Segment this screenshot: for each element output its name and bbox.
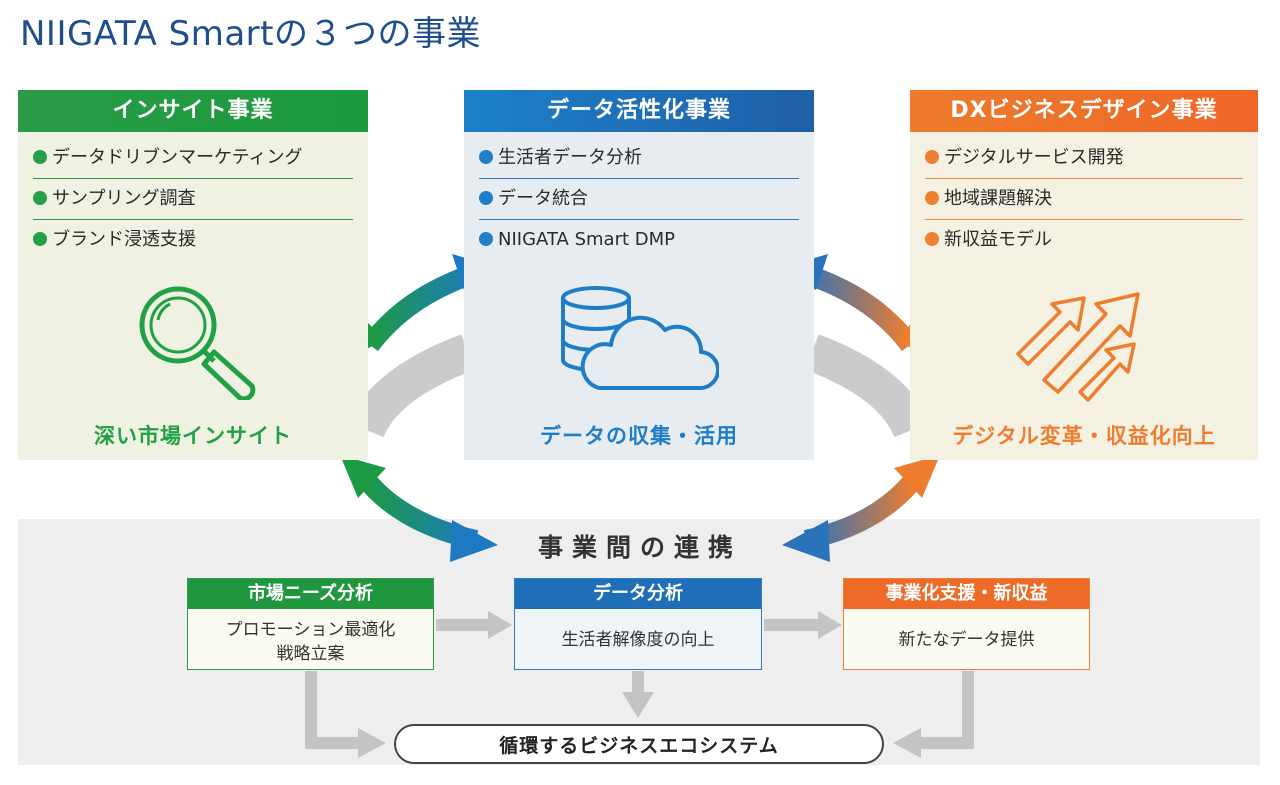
list-item: デジタルサービス開発 [925,138,1243,179]
business-support-heading: 事業化支援・新収益 [844,579,1089,609]
connector-arrowhead-e [893,728,921,758]
dx-panel: DXビジネスデザイン事業 デジタルサービス開発 地域課題解決 新収益モデル デジ… [910,90,1258,460]
arrowhead-6 [450,520,498,562]
connector-biz-eco-h [920,737,974,749]
list-item: 生活者データ分析 [479,138,799,179]
page-title: NIIGATA Smartの３つの事業 [20,14,481,54]
connector-market-analysis [436,619,490,631]
list-item: NIIGATA Smart DMP [479,220,799,260]
data-analysis-body: 生活者解像度の向上 [561,630,715,650]
connector-market-eco-v [305,671,317,747]
bullet-dot [925,191,939,205]
arrowhead-7 [782,520,830,562]
bullet-dot [33,191,47,205]
dx-tagline: デジタル変革・収益化向上 [952,424,1216,448]
market-needs-heading: 市場ニーズ分析 [188,579,433,609]
market-needs-body: プロモーション最適化 戦略立案 [225,620,396,664]
connector-arrowhead-d [358,728,386,758]
list-item: 新収益モデル [925,220,1243,260]
bullet-dot [479,150,493,164]
arrowhead-8 [894,455,940,498]
insight-tagline: 深い市場インサイト [94,424,292,448]
growth-arrows-icon [1016,292,1140,402]
market-needs-box: 市場ニーズ分析 プロモーション最適化 戦略立案 [187,578,434,670]
dx-heading: DXビジネスデザイン事業 [910,90,1258,132]
ecosystem-pill: 循環するビジネスエコシステム [394,724,884,764]
list-item: 地域課題解決 [925,179,1243,220]
connector-market-eco-h [305,737,359,749]
bullet-dot [33,150,47,164]
data-panel: データ活性化事業 生活者データ分析 データ統合 NIIGATA Smart DM… [464,90,814,460]
bullet-dot [925,150,939,164]
dx-list: デジタルサービス開発 地域課題解決 新収益モデル [925,138,1243,260]
business-support-body: 新たなデータ提供 [898,630,1035,650]
list-item: データドリブンマーケティング [33,138,353,179]
insight-heading: インサイト事業 [18,90,368,132]
list-item: ブランド浸透支援 [33,220,353,260]
list-item: サンプリング調査 [33,179,353,220]
connector-analysis-eco [632,671,644,693]
list-item: データ統合 [479,179,799,220]
connector-biz-eco-v [962,671,974,747]
bullet-dot [479,191,493,205]
cycle-arc-left [348,334,475,439]
insight-panel: インサイト事業 データドリブンマーケティング サンプリング調査 ブランド浸透支援… [18,90,368,460]
collaboration-title: 事業間の連携 [537,533,742,562]
data-tagline: データの収集・活用 [540,424,738,448]
magnifier-icon [139,286,256,400]
bullet-dot [479,232,493,246]
arrowhead-5 [340,455,386,498]
connector-arrowhead-a [488,611,512,639]
connector-arrowhead-c [622,692,654,718]
connector-analysis-biz [764,619,818,631]
database-cloud-icon [561,286,719,391]
cycle-arc-right [805,334,930,438]
bullet-dot [925,232,939,246]
data-analysis-box: データ分析 生活者解像度の向上 [514,578,762,670]
insight-list: データドリブンマーケティング サンプリング調査 ブランド浸透支援 [33,138,353,260]
connector-arrowhead-b [818,611,842,639]
data-list: 生活者データ分析 データ統合 NIIGATA Smart DMP [479,138,799,260]
business-support-box: 事業化支援・新収益 新たなデータ提供 [843,578,1090,670]
data-analysis-heading: データ分析 [515,579,761,609]
data-heading: データ活性化事業 [464,90,814,132]
bullet-dot [33,232,47,246]
